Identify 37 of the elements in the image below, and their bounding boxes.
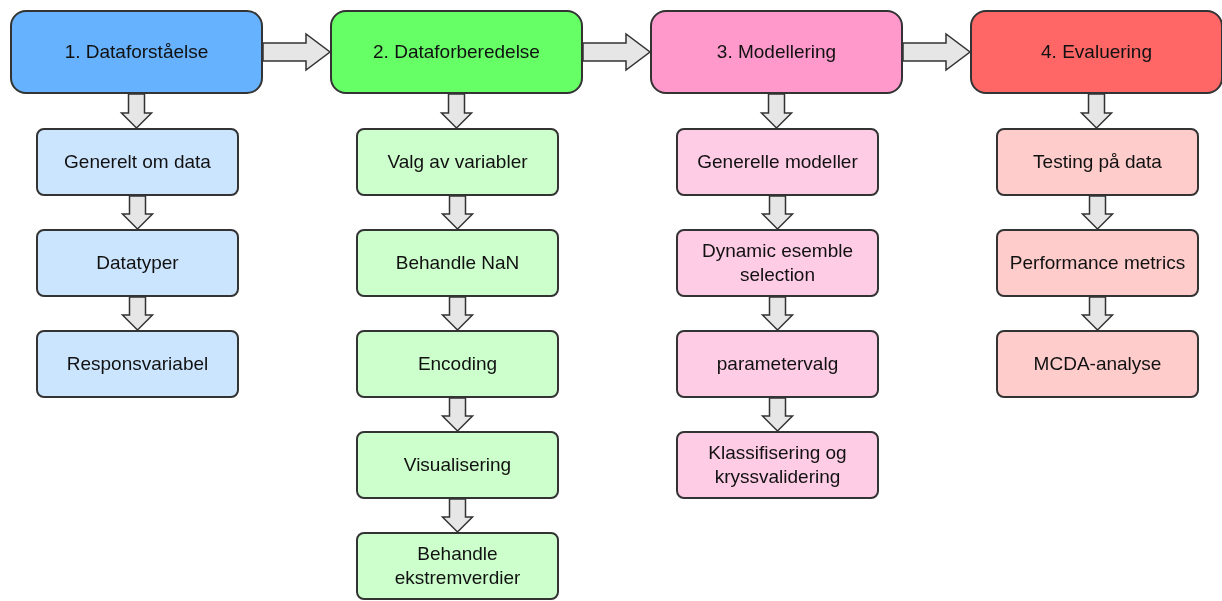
phase-box: 1. Dataforståelse — [10, 10, 263, 94]
phase-box: 3. Modellering — [650, 10, 903, 94]
step-box: Datatyper — [36, 229, 239, 297]
block-arrow — [262, 32, 332, 72]
block-arrow — [1079, 93, 1114, 130]
step-box: Visualisering — [356, 431, 559, 499]
block-arrow — [120, 296, 155, 332]
block-arrow — [759, 93, 794, 130]
block-arrow — [582, 32, 652, 72]
phase-box: 4. Evaluering — [970, 10, 1222, 94]
block-arrow — [440, 296, 475, 332]
step-box: Generelle modeller — [676, 128, 879, 196]
step-box: Valg av variabler — [356, 128, 559, 196]
step-box: Testing på data — [996, 128, 1199, 196]
step-box: parametervalg — [676, 330, 879, 398]
block-arrow — [760, 397, 795, 433]
block-arrow — [1080, 296, 1115, 332]
block-arrow — [1080, 195, 1115, 231]
step-box: Behandle NaN — [356, 229, 559, 297]
block-arrow — [760, 195, 795, 231]
phase-box: 2. Dataforberedelse — [330, 10, 583, 94]
block-arrow — [902, 32, 972, 72]
step-box: Generelt om data — [36, 128, 239, 196]
block-arrow — [119, 93, 154, 130]
block-arrow — [439, 93, 474, 130]
block-arrow — [440, 195, 475, 231]
step-box: Klassifisering og kryssvalidering — [676, 431, 879, 499]
block-arrow — [760, 296, 795, 332]
step-box: Dynamic esemble selection — [676, 229, 879, 297]
block-arrow — [440, 397, 475, 433]
step-box: Behandle ekstremverdier — [356, 532, 559, 600]
step-box: MCDA-analyse — [996, 330, 1199, 398]
block-arrow — [440, 498, 475, 534]
step-box: Encoding — [356, 330, 559, 398]
block-arrow — [120, 195, 155, 231]
step-box: Responsvariabel — [36, 330, 239, 398]
step-box: Performance metrics — [996, 229, 1199, 297]
